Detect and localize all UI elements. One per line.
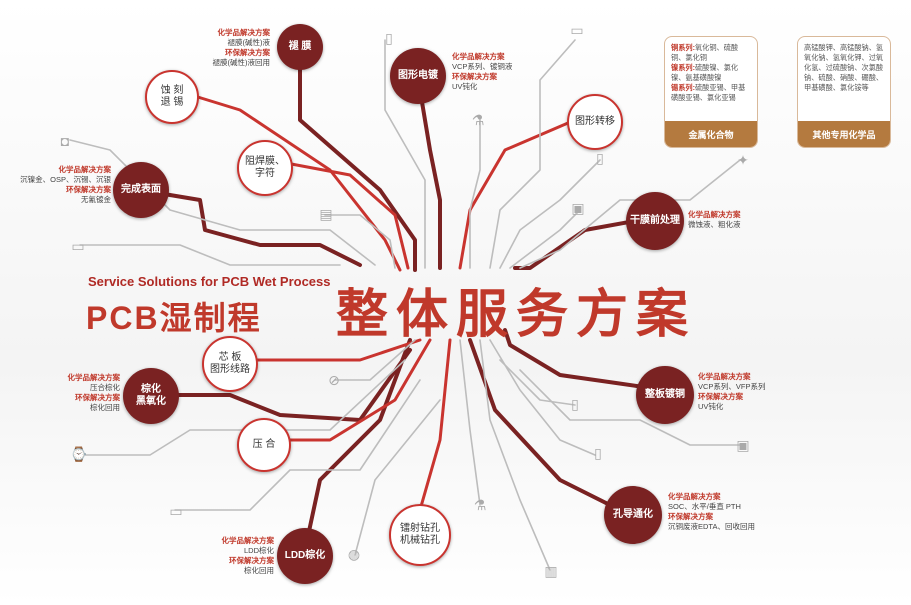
wire-grey — [384, 39, 426, 269]
laptop-icon: ▭ — [71, 238, 85, 254]
flask-icon: ⚗ — [473, 497, 487, 513]
desc-wancheng: 化学品解决方案沉镍金、OSP、沉锡、沉银 环保解决方案无氰镀金 — [20, 165, 111, 205]
camera-icon: ◘ — [60, 133, 70, 149]
wire-grey — [499, 159, 601, 269]
title-chinese-prefix: PCB湿制程 — [86, 300, 262, 336]
wire-ganmo — [513, 218, 642, 270]
node-ldd: LDD棕化 — [277, 528, 333, 584]
wire-zhengban — [503, 328, 667, 392]
phone-icon: ▯ — [594, 445, 602, 461]
wire-grey — [174, 379, 421, 511]
wire-grey — [519, 159, 741, 269]
node-tuomo: 褪 膜 — [277, 24, 323, 70]
test-tube-icon: ⊘ — [328, 372, 340, 388]
wire-yahe — [258, 338, 432, 442]
wire-grey — [499, 359, 576, 406]
node-yahe: 压 合 — [237, 418, 291, 472]
wire-grey — [519, 369, 741, 446]
mobile-phone-icon: ▯ — [385, 30, 393, 46]
wire-grey — [324, 214, 396, 269]
control-panel-icon: ▤ — [319, 206, 333, 222]
wire-grey — [354, 399, 441, 556]
node-tuxing-diandu: 图形电镀 — [390, 48, 446, 104]
wire-zonghua — [153, 348, 412, 422]
wire-grey — [79, 359, 406, 456]
node-kongdao: 孔导通化 — [604, 486, 662, 544]
card-other-text: 高锰酸钾、高锰酸钠、氢氧化钠、氢氧化钾、过氧化氢、过硫酸钠、次氯酸钠、硫酸、硝酸… — [804, 43, 884, 93]
wire-kongdao — [468, 338, 622, 512]
wire-grey — [489, 339, 596, 456]
node-wancheng: 完成表面 — [113, 162, 169, 218]
node-zonghua: 棕化 黑氧化 — [123, 368, 179, 424]
card-metal-compounds: 铜系列:氧化铜、硫酸铜、氯化铜 镍系列:硫酸镍、氯化镍、氨基磺酸镍 锡系列:硫酸… — [664, 36, 758, 148]
wire-xinban — [228, 338, 422, 362]
globe-icon: ◍ — [347, 546, 361, 562]
wire-grey — [459, 339, 481, 506]
wire-grey — [489, 39, 576, 269]
title-chinese-main: 整体服务方案 — [336, 286, 697, 344]
node-tuxing-zhuanyi: 图形转移 — [567, 94, 623, 150]
monitor-icon: ▭ — [169, 503, 183, 519]
wire-ldd — [303, 338, 412, 552]
wire-grey — [479, 339, 551, 571]
music-player-icon: ▯ — [571, 396, 579, 412]
wire-grey — [509, 209, 581, 269]
wire-wancheng — [138, 188, 362, 267]
node-ganmo: 干膜前处理 — [626, 192, 684, 250]
smartwatch-icon: ⌚ — [70, 446, 88, 462]
tablet-outline-icon: ▯ — [596, 150, 604, 166]
tablet-icon: ▭ — [570, 22, 584, 38]
memory-stick-icon: ▥ — [544, 563, 558, 579]
wire-grey — [469, 119, 481, 269]
wire-grey — [334, 339, 416, 381]
desc-ganmo: 化学品解决方案微蚀液、粗化液 — [688, 210, 741, 230]
node-zhengban: 整板镀铜 — [636, 366, 694, 424]
node-zuankong: 镭射钻孔 机械钻孔 — [389, 504, 451, 566]
wire-zhuanyi — [458, 118, 577, 270]
wire-grey — [79, 244, 341, 266]
node-shike: 蚀 刻 退 锡 — [145, 70, 199, 124]
card-other-chemicals: 高锰酸钾、高锰酸钠、氢氧化钠、氢氧化钾、过氧化氢、过硫酸钠、次氯酸钠、硫酸、硝酸… — [797, 36, 891, 148]
node-zuhanmo: 阻焊膜、 字符 — [237, 140, 293, 196]
desc-tuomo: 化学品解决方案褪膜(碱性)液 环保解决方案褪膜(碱性)液回用 — [212, 28, 271, 68]
wire-zuankong — [418, 338, 452, 512]
node-xinban: 芯 板 图形线路 — [202, 336, 258, 392]
title-english: Service Solutions for PCB Wet Process — [88, 274, 331, 289]
chip-icon: ▣ — [571, 200, 585, 216]
wire-grey — [69, 139, 376, 266]
wire-diandu — [416, 76, 442, 270]
card-metal-footer: 金属化合物 — [665, 121, 757, 147]
wire-tuomo — [298, 46, 417, 272]
card-other-footer: 其他专用化学品 — [798, 121, 890, 147]
microscope-icon: ⚗ — [471, 112, 485, 128]
wire-zuhanmo — [268, 158, 410, 270]
satellite-icon: ✦ — [737, 152, 749, 168]
processor-icon: ▣ — [736, 437, 750, 453]
desc-zonghua: 化学品解决方案压合棕化 环保解决方案棕化回用 — [67, 373, 121, 413]
